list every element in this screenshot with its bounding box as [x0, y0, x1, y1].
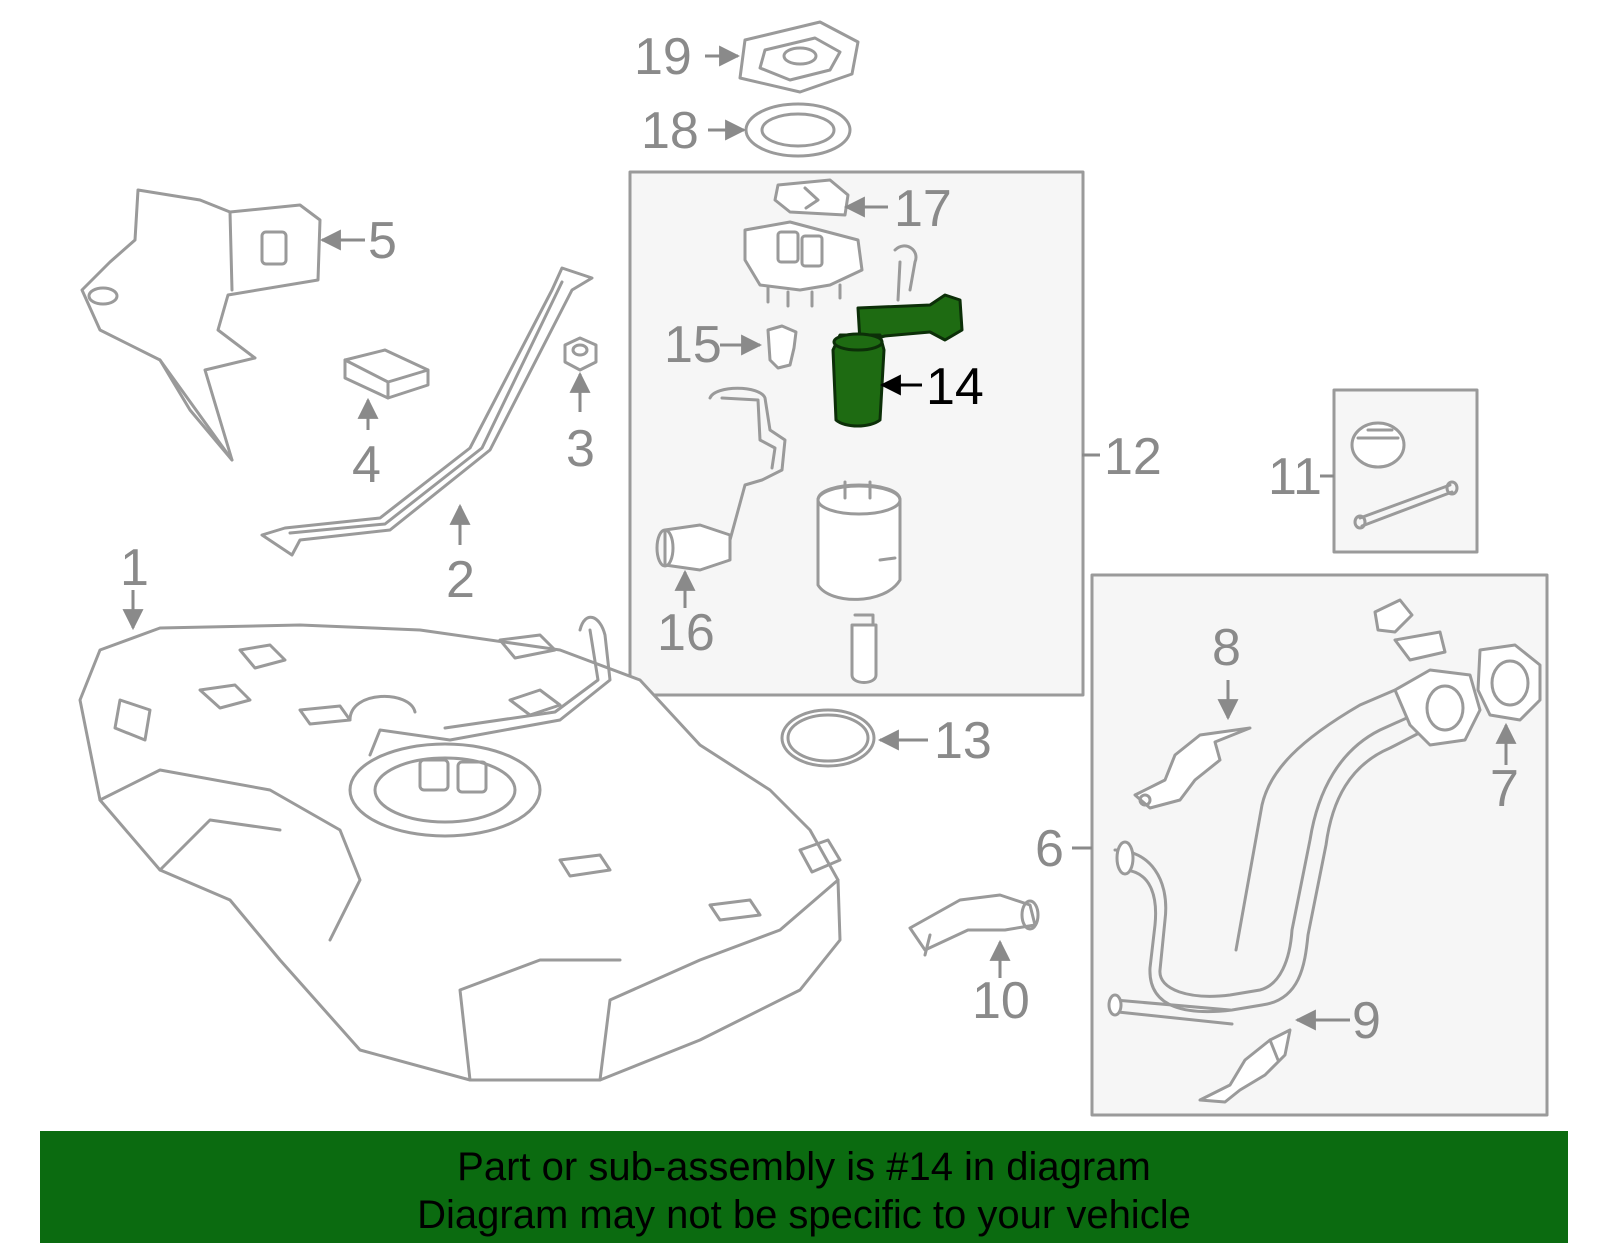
callout-13: 13	[934, 712, 992, 770]
part-1-fuel-tank	[78, 616, 842, 1082]
part-14-fuel-pump-highlight	[831, 293, 964, 428]
part-9-bracket	[1198, 1028, 1292, 1104]
part-6-filler-pipe	[1107, 598, 1482, 1026]
part-15-valve	[766, 324, 798, 370]
callout-15: 15	[664, 316, 722, 374]
parts-diagram: 19 18 17 5 15 4 3 12 11 2 1 16 8 13 7 6 …	[78, 20, 1549, 1117]
part-10-hose	[908, 893, 1040, 957]
callout-18: 18	[641, 102, 699, 160]
footer-line-1: Part or sub-assembly is #14 in diagram	[457, 1145, 1151, 1189]
callout-5: 5	[368, 212, 397, 270]
callout-3: 3	[566, 420, 595, 478]
footer-banner: Part or sub-assembly is #14 in diagram D…	[40, 1131, 1568, 1243]
callout-9: 9	[1352, 992, 1381, 1050]
part-17-bracket	[773, 178, 850, 217]
callout-1: 1	[120, 539, 149, 597]
small-pump	[850, 613, 878, 684]
part-18-ring	[744, 102, 852, 158]
part-16-sender	[655, 386, 787, 572]
fuel-cap-box	[1332, 388, 1479, 554]
part-3-nut	[563, 336, 598, 372]
filter-housing	[816, 480, 902, 601]
callout-12: 12	[1104, 428, 1162, 486]
callout-2: 2	[446, 551, 475, 609]
callout-6: 6	[1035, 820, 1064, 878]
leader-lines	[122, 45, 1517, 1031]
part-8-bracket	[1133, 726, 1252, 810]
pump-flange	[743, 220, 918, 308]
part-2-strap	[260, 266, 594, 557]
part-4-pad	[343, 348, 430, 400]
callout-4: 4	[352, 436, 381, 494]
callout-11: 11	[1268, 448, 1322, 506]
callout-7: 7	[1490, 760, 1519, 818]
part-7-gasket	[1476, 643, 1542, 722]
callout-14: 14	[926, 358, 984, 416]
part-11-fuel-cap	[1350, 421, 1459, 530]
part-5-heat-shield	[80, 188, 322, 462]
callout-19: 19	[634, 28, 692, 86]
callout-16: 16	[657, 604, 715, 662]
footer-line-2: Diagram may not be specific to your vehi…	[417, 1193, 1191, 1237]
callout-8: 8	[1212, 619, 1241, 677]
filler-pipe-box	[1090, 573, 1549, 1117]
callout-10: 10	[972, 972, 1030, 1030]
part-13-o-ring	[780, 708, 876, 768]
callout-17: 17	[894, 180, 952, 238]
part-19-cover	[738, 20, 860, 94]
